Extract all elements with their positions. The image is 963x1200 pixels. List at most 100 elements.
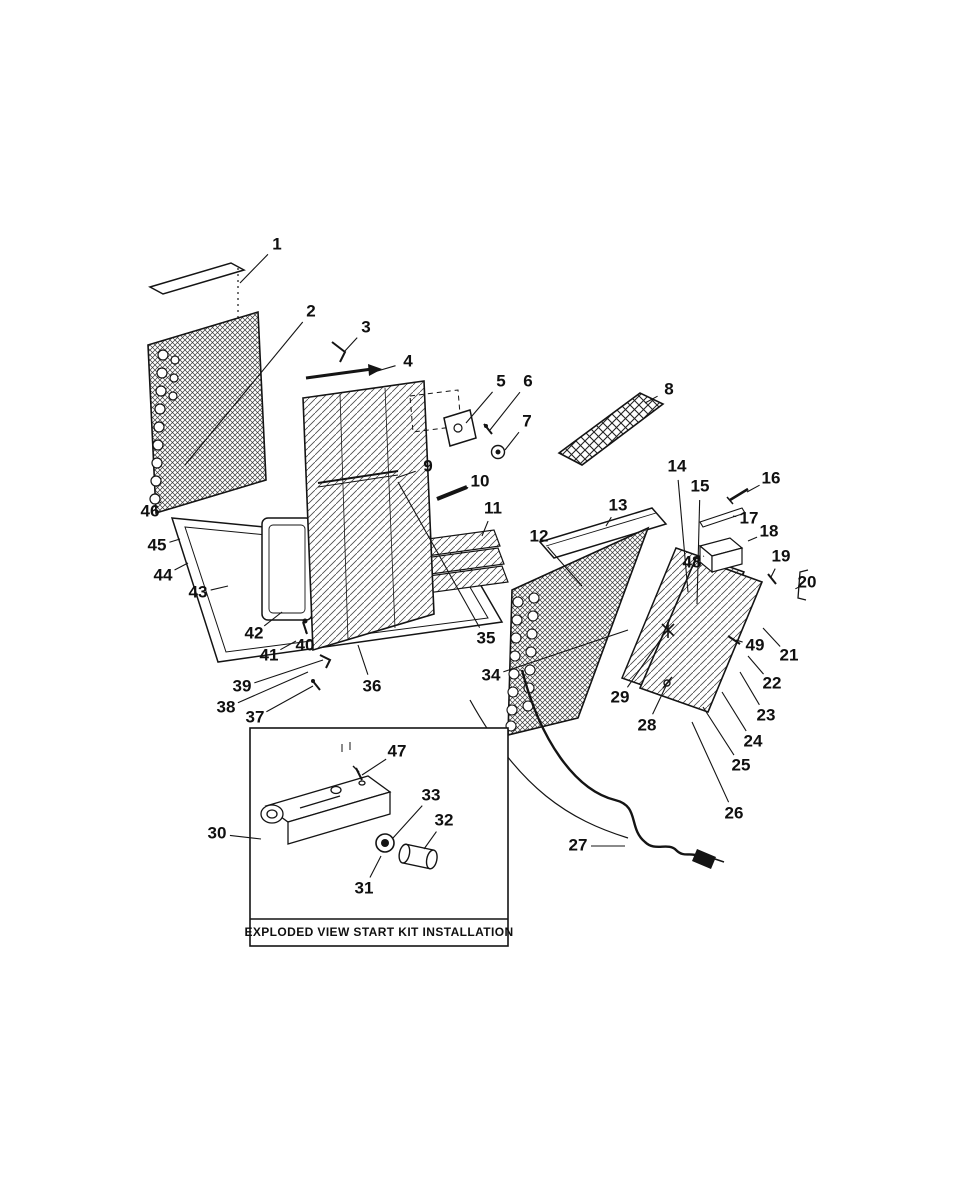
leader-line-18: [747, 536, 758, 542]
part-label-42: 42: [245, 623, 264, 642]
part-label-35: 35: [477, 628, 496, 647]
center-chassis-panel: [302, 380, 435, 652]
part-label-14: 14: [668, 456, 687, 475]
leader-line-37: [266, 685, 314, 713]
leader-line-47: [361, 758, 387, 776]
leader-line-4: [373, 365, 396, 373]
access-door: [261, 517, 313, 621]
leader-line-8: [644, 395, 658, 404]
part-label-17: 17: [740, 508, 759, 527]
part-label-44: 44: [154, 565, 173, 584]
leader-line-34: [503, 629, 629, 673]
leader-line-9: [395, 470, 416, 479]
part-label-26: 26: [725, 803, 744, 822]
leader-line-16: [746, 484, 760, 493]
screw-49: [727, 635, 741, 645]
leader-line-13: [605, 516, 612, 527]
part-label-19: 19: [772, 546, 791, 565]
part-label-11: 11: [484, 498, 502, 517]
part-label-46: 46: [141, 501, 160, 520]
part-label-28: 28: [638, 715, 657, 734]
leader-line-1: [239, 253, 269, 284]
inset-box: EXPLODED VIEW START KIT INSTALLATION: [244, 727, 513, 947]
part-label-31: 31: [355, 878, 374, 897]
grommet-7: [490, 444, 506, 460]
leader-line-2: [184, 321, 304, 466]
leader-line-41: [280, 640, 297, 651]
leader-line-20: [795, 585, 802, 590]
leader-line-28: [652, 685, 667, 715]
cord-plug: [692, 849, 716, 869]
part-label-7: 7: [522, 411, 531, 430]
part-label-6: 6: [523, 371, 532, 390]
part-label-38: 38: [217, 697, 236, 716]
start-kit-bracket: [260, 775, 392, 845]
grommet-33: [375, 833, 395, 853]
junction-box: [698, 537, 744, 574]
leader-line-39: [254, 659, 324, 684]
part-label-4: 4: [403, 351, 413, 370]
part-label-37: 37: [246, 707, 265, 726]
leader-line-25: [702, 706, 735, 756]
part-label-16: 16: [762, 468, 781, 487]
leader-line-29: [626, 635, 664, 688]
power-cord: [520, 669, 725, 869]
leader-line-23: [739, 671, 760, 706]
part-label-5: 5: [496, 371, 505, 390]
part-label-47: 47: [388, 741, 407, 760]
part-label-41: 41: [260, 645, 279, 664]
part-label-9: 9: [423, 456, 432, 475]
part-label-20: 20: [798, 572, 817, 591]
top-trim-strip: [148, 262, 246, 325]
part-label-45: 45: [148, 535, 167, 554]
part-label-34: 34: [482, 665, 501, 684]
leader-line-12: [547, 546, 583, 587]
leader-line-19: [770, 568, 776, 578]
part-label-33: 33: [422, 785, 441, 804]
leader-line-36: [357, 644, 369, 675]
screw-16: [726, 487, 749, 505]
coil-tube-ends: [149, 349, 180, 505]
leader-line-14: [677, 479, 689, 593]
part-label-3: 3: [361, 317, 370, 336]
leader-line-30: [229, 834, 262, 840]
screw-19: [767, 573, 777, 585]
leader-line-17: [732, 515, 737, 518]
part-label-21: 21: [780, 645, 799, 664]
leader-line-10: [457, 486, 469, 493]
leader-lines: [159, 253, 802, 878]
part-label-43: 43: [189, 582, 208, 601]
tie-rod: [317, 470, 399, 488]
part-label-32: 32: [435, 810, 454, 829]
part-label-8: 8: [664, 379, 673, 398]
leader-line-21: [762, 627, 781, 647]
top-rail: [305, 364, 382, 380]
capacitor-32: [398, 843, 438, 870]
leader-line-46: [159, 501, 162, 504]
part-label-36: 36: [363, 676, 382, 695]
part-label-39: 39: [233, 676, 252, 695]
part-label-40: 40: [296, 635, 315, 654]
part-label-27: 27: [569, 835, 588, 854]
leader-line-43: [210, 585, 229, 591]
leader-line-15: [696, 499, 701, 605]
screw-28: [662, 676, 673, 689]
part-label-30: 30: [208, 823, 227, 842]
inset-caption: EXPLODED VIEW START KIT INSTALLATION: [244, 925, 513, 939]
part-label-25: 25: [732, 755, 751, 774]
screw-29: [661, 622, 675, 638]
leader-line-7: [504, 431, 520, 451]
leader-line-32: [423, 831, 437, 850]
mounting-bracket: [443, 409, 477, 447]
leader-line-24: [721, 691, 747, 732]
front-panel-grille: [638, 556, 764, 714]
bracket-20: [797, 569, 809, 601]
short-rod: [436, 485, 468, 501]
leader-line-31: [369, 855, 382, 878]
leader-line-44: [174, 562, 189, 571]
part-label-49: 49: [746, 635, 765, 654]
leader-line-22: [747, 655, 764, 675]
screw-47: [341, 742, 363, 781]
